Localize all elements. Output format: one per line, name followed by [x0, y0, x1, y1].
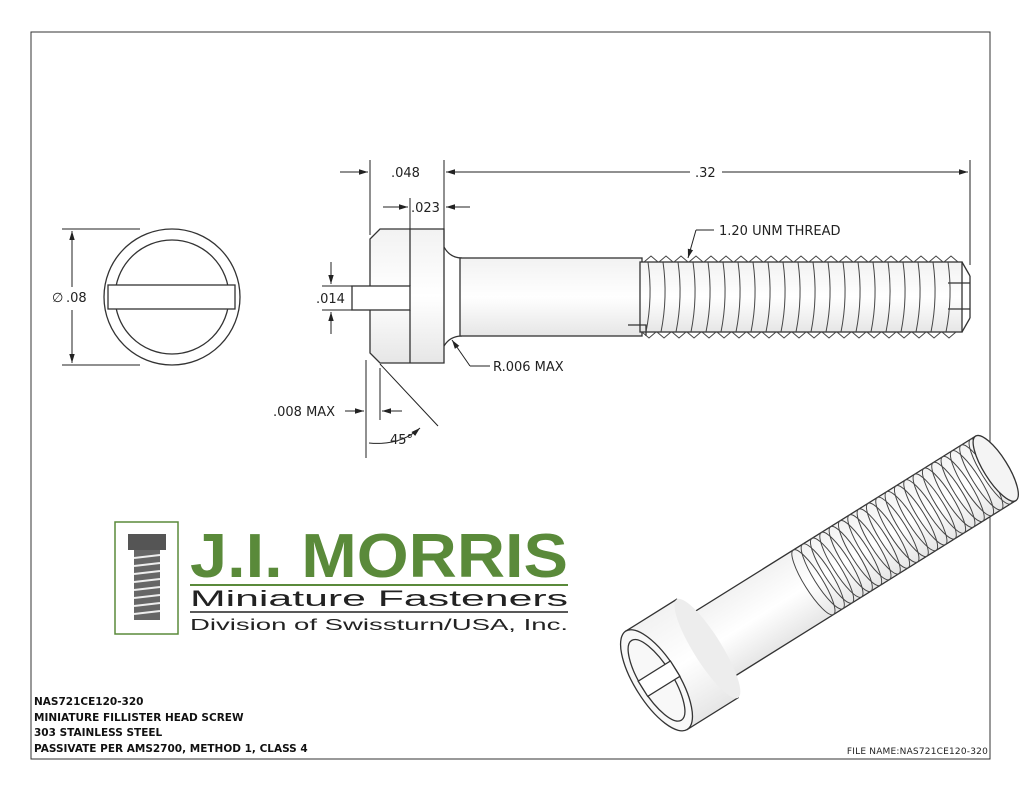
fillet-label: R.006 MAX: [493, 360, 564, 375]
thread-label: 1.20 UNM THREAD: [719, 224, 841, 239]
slot-depth-dimension: [383, 198, 470, 229]
fillet-callout: [451, 339, 490, 367]
screw-isometric-view: [619, 434, 1019, 732]
chamfer-dimension: [345, 360, 402, 458]
slot-width-label: .014: [316, 292, 345, 307]
diameter-symbol: ∅: [52, 291, 63, 306]
title-block: NAS721CE120-320 MINIATURE FILLISTER HEAD…: [34, 695, 308, 757]
chamfer-label: .008 MAX: [273, 405, 335, 420]
finish-spec: PASSIVATE PER AMS2700, METHOD 1, CLASS 4: [34, 742, 308, 755]
company-logo: J.I. MORRIS Miniature Fasteners Division…: [114, 521, 568, 635]
angle-label: 45°: [390, 433, 413, 448]
end-view: [103, 228, 241, 366]
thread-crests: [641, 255, 959, 339]
logo-name: J.I. MORRIS: [190, 522, 568, 591]
logo-division: Division of Swissturn/USA, Inc.: [190, 617, 568, 634]
angle-dimension: [368, 363, 439, 444]
diameter-label: .08: [66, 291, 87, 306]
head-height-label: .048: [391, 166, 420, 181]
file-name: FILE NAME:NAS721CE120-320: [846, 747, 988, 757]
sheet-border: [30, 31, 991, 760]
thread-callout: [687, 229, 714, 259]
part-number: NAS721CE120-320: [34, 696, 144, 708]
slot-depth-label: .023: [411, 201, 440, 216]
part-description: MINIATURE FILLISTER HEAD SCREW: [34, 711, 244, 724]
slot-width-dimension: [322, 262, 352, 334]
screw-icon: [128, 534, 166, 620]
screw-side-view: [351, 228, 971, 364]
material: 303 STAINLESS STEEL: [34, 727, 163, 739]
diameter-dimension: [62, 228, 140, 366]
logo-tagline: Miniature Fasteners: [190, 586, 568, 611]
length-label: .32: [695, 166, 716, 181]
length-dimension: [446, 160, 971, 265]
